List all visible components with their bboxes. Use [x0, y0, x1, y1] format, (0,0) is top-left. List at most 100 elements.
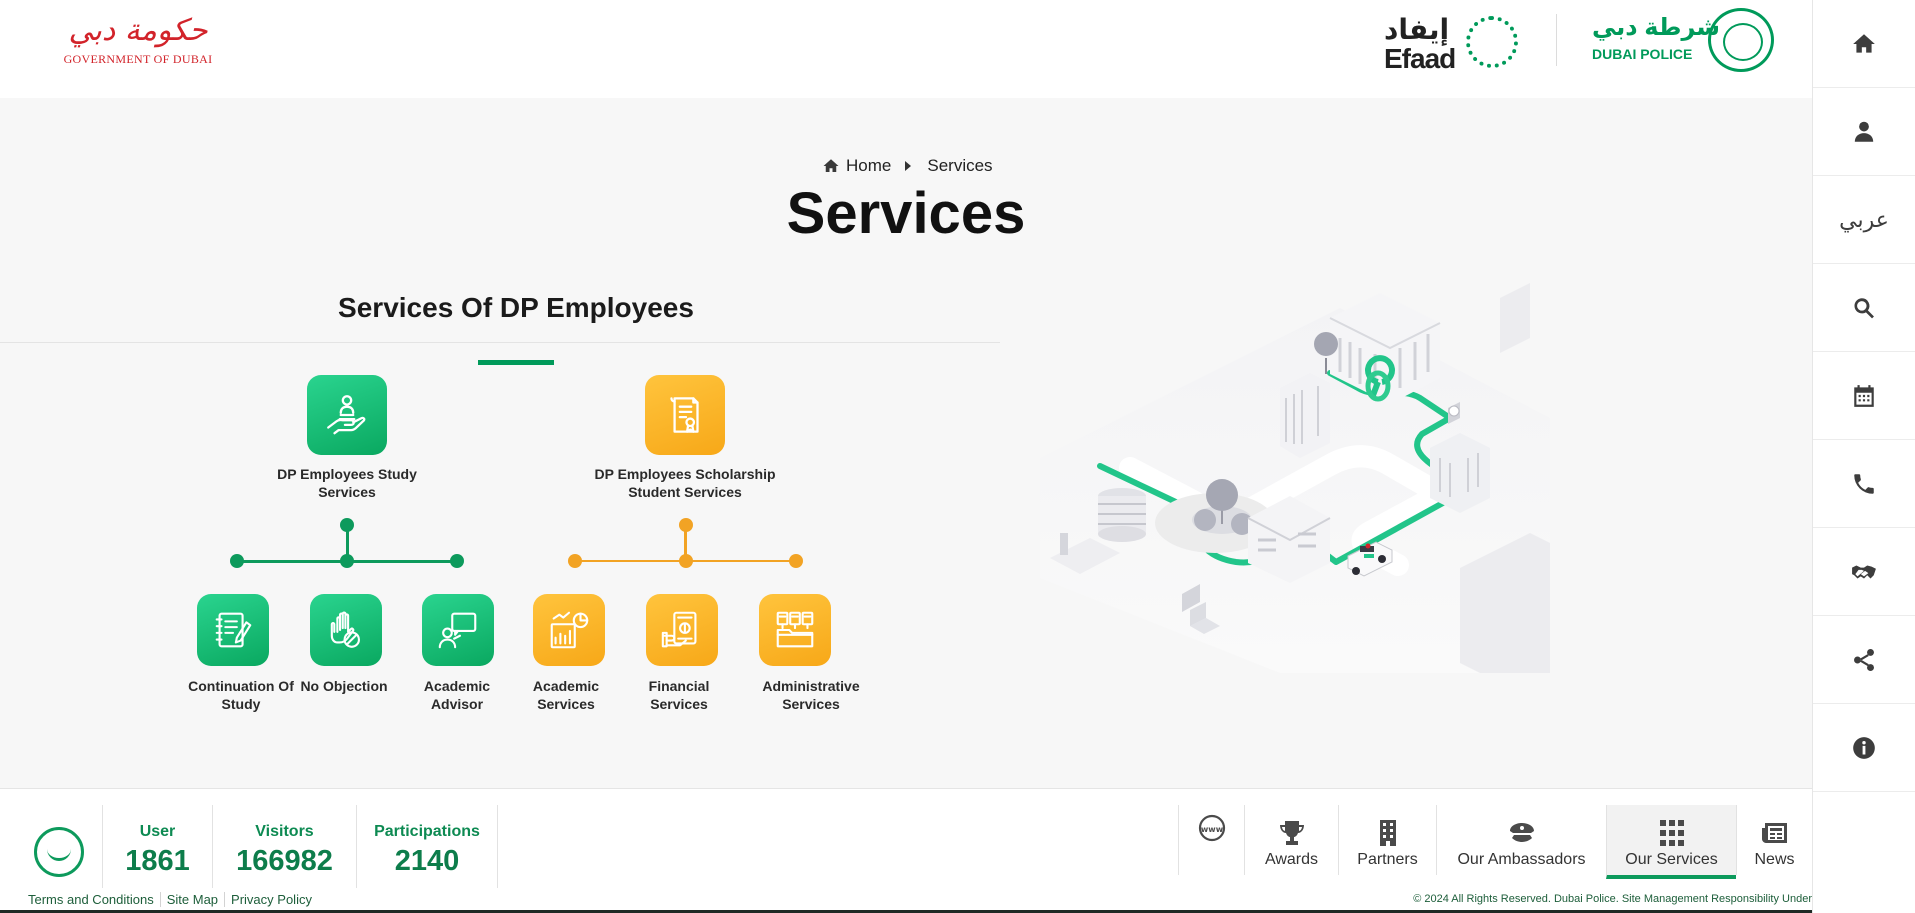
terms-and-conditions-link[interactable]: Terms and Conditions [28, 892, 154, 907]
footer-nav-our-services-label: Our Services [1625, 851, 1718, 868]
no-objection-label[interactable]: No Objection [300, 678, 388, 694]
footer-nav-news[interactable]: News [1736, 805, 1812, 875]
academic-advisor-tile[interactable] [422, 594, 494, 666]
stat-visitors-label: Visitors [255, 823, 314, 840]
police-hat-icon [1509, 823, 1534, 842]
footer-nav-partners-label: Partners [1357, 851, 1418, 868]
government-of-dubai-logo[interactable]: حكومة دبي GOVERNMENT OF DUBAI [58, 10, 218, 74]
share-icon [1854, 648, 1874, 671]
window-bottom-edge [0, 910, 1812, 913]
no-objection-tile[interactable] [310, 594, 382, 666]
footer-nav-ambassadors[interactable]: Our Ambassadors [1436, 805, 1606, 875]
study-node-center [340, 554, 354, 568]
breadcrumb: Home Services [822, 154, 993, 178]
footer-nav-partners[interactable]: Partners [1338, 805, 1436, 875]
footer-nav-awards[interactable]: Awards [1244, 805, 1338, 875]
sidebar-item-search[interactable] [1813, 264, 1915, 352]
sidebar-item-handshake[interactable] [1813, 528, 1915, 616]
advisor-icon [438, 612, 477, 649]
hand-stop-icon [330, 611, 360, 648]
continuation-of-study-tile[interactable] [197, 594, 269, 666]
efaad-logo-english: Efaad [1384, 43, 1456, 74]
certificate-scroll-icon [670, 397, 699, 433]
chart-icon [550, 611, 589, 649]
svg-text:www: www [1200, 825, 1223, 834]
site-map-link[interactable]: Site Map [159, 892, 224, 907]
study-services-tile[interactable] [307, 375, 387, 455]
study-services-label[interactable]: DP Employees Study Services [277, 466, 417, 500]
stat-users: User 1861 [102, 805, 212, 897]
continuation-of-study-label[interactable]: Continuation Of Study [188, 678, 294, 712]
info-icon [1853, 736, 1875, 759]
dp-logo-arabic: شرطة دبي [1592, 14, 1720, 41]
stat-participations-value: 2140 [394, 845, 460, 877]
stat-participations-label: Participations [374, 823, 480, 840]
stat-users-value: 1861 [125, 845, 190, 877]
academic-services-label[interactable]: Academic Services [532, 678, 600, 712]
footer-nav-news-label: News [1754, 851, 1795, 868]
home-icon [823, 159, 839, 172]
hand-with-person-icon [327, 395, 366, 435]
handshake-icon [1852, 565, 1876, 578]
sidebar-item-home[interactable] [1813, 0, 1915, 88]
stat-visitors: Visitors 166982 [212, 805, 356, 897]
scholarship-services-label[interactable]: DP Employees Scholarship Student Service… [594, 466, 776, 500]
sidebar-item-info[interactable] [1813, 704, 1915, 792]
section-divider [0, 342, 1000, 343]
administrative-services-label[interactable]: Administrative Services [762, 678, 860, 712]
money-icon [661, 611, 697, 648]
trophy-icon [1279, 821, 1304, 845]
sidebar-item-calendar[interactable] [1813, 352, 1915, 440]
efaad-emblem-icon [1466, 16, 1518, 68]
right-sidebar: عربي [1812, 0, 1915, 913]
footer-nav-our-services[interactable]: Our Services [1606, 805, 1736, 879]
footer-links: Terms and Conditions Site Map Privacy Po… [22, 892, 318, 907]
notebook-icon [215, 612, 252, 648]
happiness-meter-icon[interactable] [34, 827, 84, 877]
stat-users-label: User [139, 823, 176, 840]
calendar-icon [1854, 384, 1874, 407]
logo-divider [1556, 14, 1557, 66]
financial-services-label[interactable]: Financial Services [648, 678, 710, 712]
user-icon [1854, 121, 1874, 142]
sidebar-item-share[interactable] [1813, 616, 1915, 704]
administrative-services-tile[interactable] [759, 594, 831, 666]
footer-nav-awards-label: Awards [1264, 851, 1319, 868]
footer-nav-ambassadors-label: Our Ambassadors [1457, 851, 1586, 868]
grid-icon [1659, 820, 1684, 846]
stat-visitors-value: 166982 [236, 845, 333, 877]
sidebar-item-profile[interactable] [1813, 88, 1915, 176]
study-node-left [230, 554, 244, 568]
efaad-logo[interactable]: إيفاد Efaad [1384, 14, 1524, 74]
study-node-right [450, 554, 464, 568]
copyright-text: © 2024 All Rights Reserved. Dubai Police… [1413, 893, 1812, 905]
footer-nav-www[interactable]: www [1178, 805, 1244, 875]
dubai-police-logo[interactable]: شرطة دبي DUBAI POLICE [1592, 8, 1782, 72]
section-title: Services Of DP Employees [338, 292, 694, 323]
efaad-logo-arabic: إيفاد [1384, 14, 1450, 45]
search-icon [1854, 297, 1874, 318]
financial-services-tile[interactable] [646, 594, 718, 666]
sidebar-item-phone[interactable] [1813, 440, 1915, 528]
newspaper-icon [1761, 823, 1787, 843]
city-services-illustration [1040, 283, 1550, 673]
footer-bottom-bar: Terms and Conditions Site Map Privacy Po… [0, 888, 1812, 913]
scholarship-node-right [789, 554, 803, 568]
study-node-top [340, 518, 354, 532]
privacy-policy-link[interactable]: Privacy Policy [224, 892, 318, 907]
breadcrumb-home-link[interactable]: Home [846, 156, 892, 175]
scholarship-node-top [679, 518, 693, 532]
academic-services-tile[interactable] [533, 594, 605, 666]
scholarship-connector-vertical [684, 526, 687, 562]
gov-logo-arabic: حكومة دبي [68, 13, 208, 48]
home-icon [1853, 33, 1875, 53]
www-globe-icon: www [1198, 814, 1225, 842]
page-title: Services [786, 181, 1026, 246]
gov-logo-english: GOVERNMENT OF DUBAI [63, 52, 213, 66]
language-toggle-label: عربي [1839, 206, 1889, 232]
academic-advisor-label[interactable]: Academic Advisor [423, 678, 491, 712]
breadcrumb-current: Services [927, 156, 993, 175]
sidebar-item-language[interactable]: عربي [1813, 176, 1915, 264]
scholarship-services-tile[interactable] [645, 375, 725, 455]
study-connector-vertical [346, 526, 349, 562]
